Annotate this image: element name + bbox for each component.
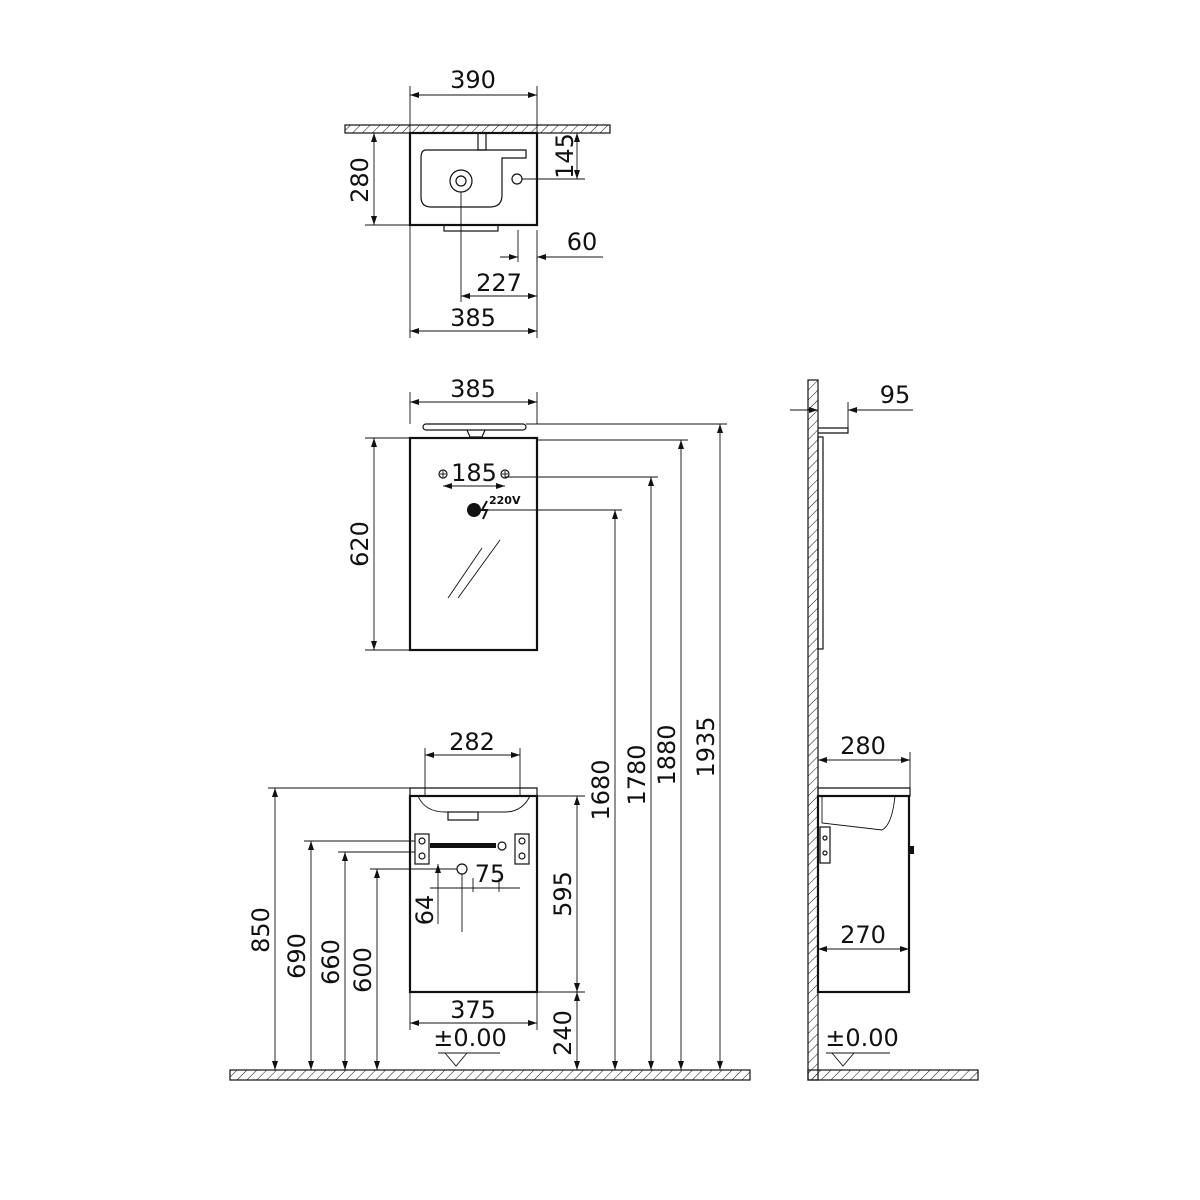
side-floor-level: ±0.00	[825, 1024, 899, 1052]
fixing-screw-left	[438, 469, 448, 479]
mirror-glare-1	[447, 547, 483, 599]
side-bracket	[819, 826, 831, 864]
mirror-cabinet	[408, 436, 539, 652]
side-cabinet-body	[816, 794, 911, 994]
top-view: 390 280 145 60 227 385	[344, 66, 611, 338]
side-basin-top	[817, 787, 911, 797]
dim-top-385: 385	[450, 304, 496, 332]
top-view-cabinet-edge	[443, 224, 499, 232]
dim-front-1780: 1780	[623, 744, 651, 805]
dim-front-1680: 1680	[587, 759, 615, 820]
dim-mirror-620: 620	[346, 521, 374, 567]
side-floor-level-marker	[831, 1052, 855, 1067]
front-floor	[229, 1069, 751, 1081]
top-view-tap-hole	[511, 173, 523, 185]
front-cabinet-body	[408, 794, 539, 994]
dim-front-1935: 1935	[692, 716, 720, 777]
side-light-bar	[818, 427, 849, 434]
mirror-glare-2	[457, 539, 501, 599]
front-basin-waste	[447, 811, 479, 821]
siphon-bar	[430, 843, 496, 848]
dim-top-145: 145	[551, 133, 579, 179]
top-view-wall	[344, 124, 611, 134]
dim-side-270: 270	[840, 921, 886, 949]
dim-front-595: 595	[549, 871, 577, 917]
dim-front-850: 850	[247, 907, 275, 953]
top-view-tap	[477, 133, 487, 151]
side-view: 95 280 270 ±0.00	[790, 379, 979, 1081]
dim-mirror-185: 185	[451, 459, 497, 487]
side-handle	[909, 846, 914, 854]
cabinet-front-view: 75 64 282 375 ±0.00 595 240 850 690	[229, 423, 751, 1081]
dim-side-95: 95	[880, 381, 911, 409]
dim-front-75: 75	[475, 860, 506, 888]
dim-front-690: 690	[283, 933, 311, 979]
power-outlet-icon	[467, 503, 481, 517]
dim-top-280: 280	[346, 157, 374, 203]
mirror-view: 185 220V 385 620	[346, 375, 539, 652]
power-label: 220V	[489, 494, 521, 507]
side-basin-bowl	[821, 795, 896, 831]
mirror-light-bar	[422, 423, 527, 431]
dim-front-600: 600	[349, 947, 377, 993]
top-view-drain	[449, 169, 473, 193]
side-floor	[807, 1069, 979, 1081]
dim-mirror-385: 385	[450, 375, 496, 403]
front-basin-bowl	[417, 795, 531, 813]
top-view-basin	[408, 131, 539, 227]
fixing-screw-right	[500, 469, 510, 479]
dim-top-390: 390	[450, 66, 496, 94]
dim-front-1880: 1880	[653, 724, 681, 785]
bracket-right	[514, 833, 530, 865]
dim-top-60: 60	[567, 228, 598, 256]
water-outlet	[456, 863, 468, 875]
dim-front-282: 282	[449, 728, 495, 756]
dim-front-660: 660	[317, 939, 345, 985]
top-view-bowl	[420, 149, 527, 208]
dim-front-375: 375	[450, 996, 496, 1024]
front-basin-top	[409, 787, 538, 797]
front-floor-level: ±0.00	[433, 1024, 507, 1052]
dim-front-64: 64	[411, 895, 439, 926]
floor-level-marker	[444, 1052, 468, 1067]
side-wall	[807, 379, 819, 1081]
bracket-left	[414, 833, 430, 865]
dim-top-227: 227	[476, 269, 522, 297]
dim-side-280: 280	[840, 732, 886, 760]
side-mirror	[817, 436, 824, 650]
dim-front-240: 240	[549, 1010, 577, 1056]
